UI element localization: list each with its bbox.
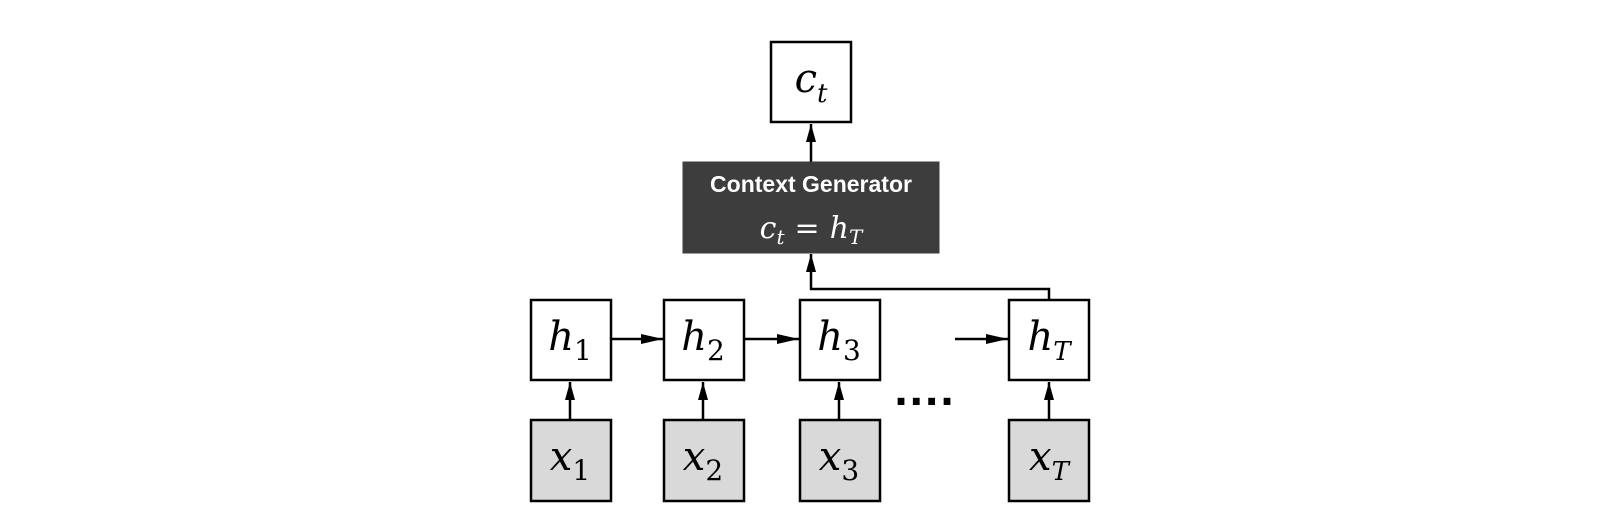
output-var-label: c: [795, 56, 817, 102]
h2-sub: 2: [707, 334, 725, 367]
svg-text:x1: x1: [550, 434, 590, 487]
h2-var: h: [681, 314, 707, 360]
eq-lhs-sub: t: [776, 225, 785, 249]
hidden-node-hT: hT: [1007, 298, 1091, 382]
x3-sub: 3: [841, 454, 859, 487]
connector-hT-to-generator: [806, 254, 1051, 300]
hidden-node-h1: h1: [529, 298, 613, 382]
h1-var: h: [548, 314, 574, 360]
x1-sub: 1: [572, 454, 590, 487]
context-generator-box: Context Generator ct = hT: [682, 161, 940, 254]
x1-var: x: [550, 434, 573, 480]
generator-title: Context Generator: [710, 171, 912, 197]
input-node-xT: xT: [1007, 418, 1091, 503]
hidden-node-h3: h3: [798, 298, 882, 382]
x2-var: x: [683, 434, 706, 480]
svg-text:h3: h3: [817, 314, 861, 367]
svg-text:h2: h2: [681, 314, 725, 367]
hT-sub: T: [1053, 337, 1072, 367]
eq-operator: =: [795, 211, 820, 246]
svg-text:x3: x3: [819, 434, 859, 487]
eq-lhs-var: c: [760, 211, 777, 246]
h3-sub: 3: [843, 334, 861, 367]
svg-text:h1: h1: [548, 314, 592, 367]
h1-sub: 1: [574, 334, 592, 367]
input-node-x3: x3: [798, 418, 882, 503]
hT-var: h: [1027, 314, 1053, 360]
eq-rhs-var: h: [830, 211, 849, 246]
output-node-ct: ct: [769, 40, 853, 124]
eq-rhs-sub: T: [849, 225, 864, 249]
hidden-node-h2: h2: [662, 298, 746, 382]
input-node-x2: x2: [662, 418, 746, 503]
xT-sub: T: [1052, 457, 1071, 487]
output-sub-label: t: [817, 79, 828, 109]
svg-text:hT: hT: [1027, 314, 1072, 367]
ellipsis: ....: [894, 363, 955, 416]
xT-var: x: [1029, 434, 1052, 480]
svg-text:x2: x2: [683, 434, 723, 487]
h3-var: h: [817, 314, 843, 360]
input-node-x1: x1: [529, 418, 613, 503]
svg-text:ct: ct: [795, 56, 828, 109]
x3-var: x: [819, 434, 842, 480]
generator-equation: ct = hT: [760, 211, 864, 249]
x2-sub: 2: [705, 454, 723, 487]
svg-text:xT: xT: [1029, 434, 1071, 487]
